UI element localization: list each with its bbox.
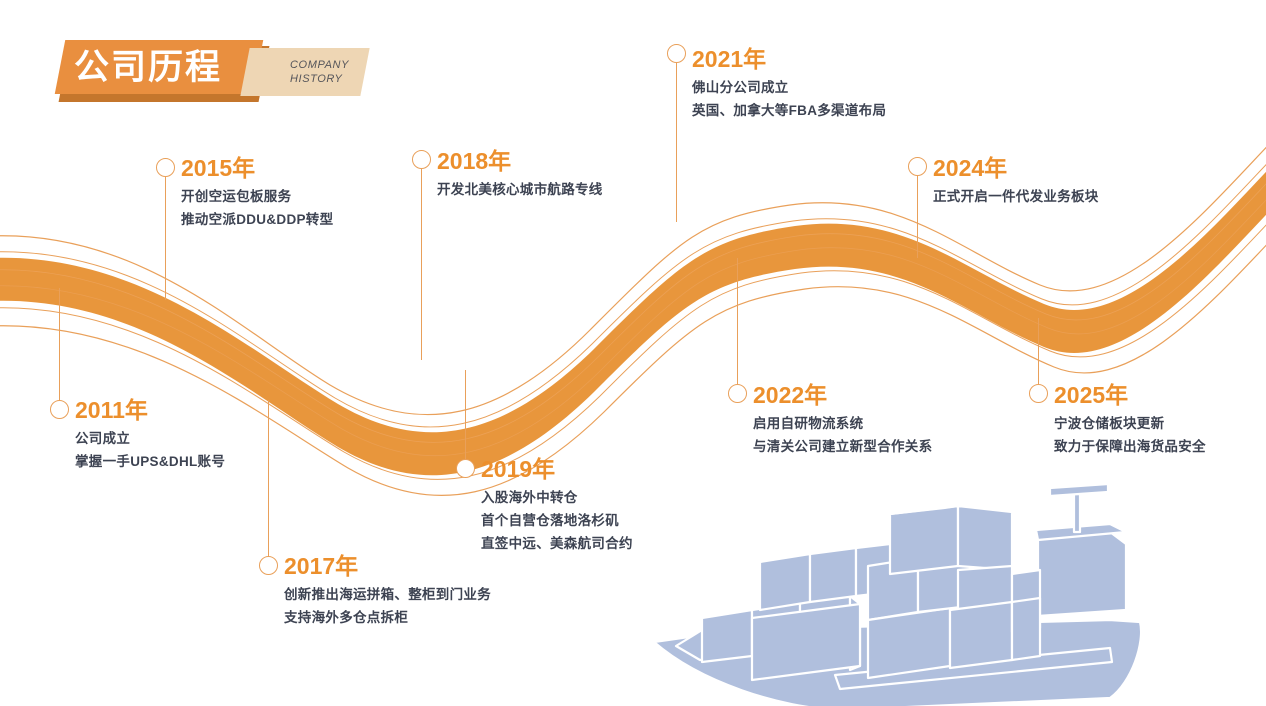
ship-mast-crossbar — [1048, 482, 1110, 498]
milestone-description-line: 英国、加拿大等FBA多渠道布局 — [692, 103, 887, 118]
page-title-banner: 公司历程 COMPANY HISTORY — [52, 36, 372, 110]
milestone-year-2022: 2022年 — [753, 382, 828, 408]
container-block — [866, 606, 952, 680]
container-block — [750, 602, 862, 682]
milestone-marker-circle-icon-2025[interactable] — [1029, 384, 1048, 403]
milestone-description-2017: 创新推出海运拼箱、整柜到门业务支持海外多仓点拆柜 — [284, 583, 491, 629]
milestone-description-2025: 宁波仓储板块更新致力于保障出海货品安全 — [1054, 412, 1206, 458]
milestone-description-line: 首个自营仓落地洛杉矶 — [481, 513, 619, 528]
milestone-description-line: 宁波仓储板块更新 — [1054, 416, 1165, 431]
milestone-marker-circle-icon-2011[interactable] — [50, 400, 69, 419]
container-block — [888, 504, 960, 516]
milestone-year-2018: 2018年 — [437, 148, 512, 174]
milestone-year-2024: 2024年 — [933, 155, 1008, 181]
container-block — [956, 504, 1014, 572]
milestone-description-line: 入股海外中转仓 — [481, 490, 578, 505]
page-subtitle-line2: HISTORY — [290, 73, 343, 85]
milestone-description-2011: 公司成立掌握一手UPS&DHL账号 — [75, 427, 225, 473]
milestone-stem-2017 — [268, 400, 270, 556]
milestone-stem-2024 — [917, 176, 919, 258]
page-subtitle-line1: COMPANY — [290, 59, 350, 71]
milestone-stem-2018 — [421, 169, 423, 360]
milestone-stem-2022 — [737, 258, 739, 384]
milestone-description-line: 支持海外多仓点拆柜 — [284, 610, 409, 625]
page-title: 公司历程 — [74, 48, 223, 87]
milestone-description-2021: 佛山分公司成立英国、加拿大等FBA多渠道布局 — [692, 76, 886, 122]
milestone-description-2015: 开创空运包板服务推动空派DDU&DDP转型 — [181, 185, 333, 231]
milestone-description-2024: 正式开启一件代发业务板块 — [933, 185, 1099, 208]
milestone-description-2019: 入股海外中转仓首个自营仓落地洛杉矶直签中远、美森航司合约 — [481, 486, 633, 555]
milestone-description-2018: 开发北美核心城市航路专线 — [437, 178, 603, 201]
milestone-description-line: 开创空运包板服务 — [181, 189, 292, 204]
milestone-description-line: 致力于保障出海货品安全 — [1054, 439, 1206, 454]
container-block — [758, 552, 812, 612]
milestone-stem-2015 — [165, 177, 167, 300]
milestone-marker-circle-icon-2021[interactable] — [667, 44, 686, 63]
milestone-description-line: 推动空派DDU&DDP转型 — [181, 212, 334, 227]
container-block — [888, 504, 960, 576]
milestone-year-2021: 2021年 — [692, 46, 767, 72]
milestone-description-line: 启用自研物流系统 — [753, 416, 864, 431]
milestone-stem-2021 — [676, 63, 678, 222]
milestone-description-line: 佛山分公司成立 — [692, 80, 789, 95]
container-block — [700, 608, 754, 664]
milestone-marker-circle-icon-2022[interactable] — [728, 384, 747, 403]
ship-mast — [1072, 492, 1082, 534]
container-block — [808, 546, 858, 604]
milestone-year-2017: 2017年 — [284, 553, 359, 579]
milestone-marker-circle-icon-2015[interactable] — [156, 158, 175, 177]
milestone-description-line: 公司成立 — [75, 431, 131, 446]
milestone-description-line: 开发北美核心城市航路专线 — [437, 182, 603, 197]
milestone-year-2025: 2025年 — [1054, 382, 1129, 408]
milestone-marker-circle-icon-2018[interactable] — [412, 150, 431, 169]
milestone-description-line: 创新推出海运拼箱、整柜到门业务 — [284, 587, 491, 602]
milestone-marker-circle-icon-2024[interactable] — [908, 157, 927, 176]
milestone-stem-2019 — [465, 370, 467, 459]
container-block — [948, 600, 1014, 670]
milestone-year-2011: 2011年 — [75, 397, 148, 423]
milestone-stem-2011 — [59, 288, 61, 400]
milestone-description-2022: 启用自研物流系统与清关公司建立新型合作关系 — [753, 412, 932, 458]
milestone-stem-2025 — [1038, 318, 1040, 384]
milestone-year-2019: 2019年 — [481, 456, 556, 482]
page-subtitle: COMPANY HISTORY — [290, 58, 390, 86]
container-ship-illustration — [652, 482, 1143, 706]
milestone-year-2015: 2015年 — [181, 155, 256, 181]
milestone-description-line: 掌握一手UPS&DHL账号 — [75, 454, 226, 469]
milestone-marker-circle-icon-2019[interactable] — [456, 459, 475, 478]
container-block — [1010, 596, 1042, 662]
milestone-description-line: 直签中远、美森航司合约 — [481, 536, 633, 551]
ship-superstructure — [1036, 530, 1128, 618]
milestone-description-line: 正式开启一件代发业务板块 — [933, 189, 1099, 204]
milestone-description-line: 与清关公司建立新型合作关系 — [753, 439, 933, 454]
milestone-marker-circle-icon-2017[interactable] — [259, 556, 278, 575]
